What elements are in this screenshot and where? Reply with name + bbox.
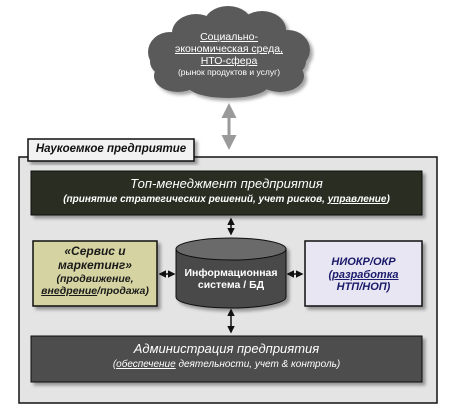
enterprise-title-tab: [27, 138, 195, 162]
top-management-sub-b: управление: [327, 193, 387, 205]
cloud-line-4: (рынок продуктов и услуг): [177, 67, 281, 78]
service-marketing-label: «Сервис и маркетинг» (продвижение, внедр…: [33, 244, 157, 297]
market-environment-cloud: [148, 6, 310, 98]
rnd-box: [304, 240, 423, 307]
rnd-line-1: НИОКР/ОКР: [331, 256, 396, 268]
administration-label: Администрация предприятия (обеспечение д…: [31, 341, 422, 371]
service-line-3: (продвижение,: [56, 272, 134, 285]
enterprise-title: Наукоемкое предприятие: [35, 143, 187, 155]
info-system-line-2: система / БД: [197, 279, 265, 292]
top-management-subtitle: (принятие стратегических решений, учет р…: [31, 194, 422, 206]
info-system-line-1: Информационная: [184, 267, 278, 279]
info-system-label: Информационная система / БД: [176, 267, 286, 291]
top-management-sub-a: (принятие стратегических решений, учет р…: [63, 193, 328, 205]
cloud-line-3: НТО-сфера: [200, 55, 258, 68]
database-cylinder: [175, 237, 287, 309]
service-line-4-b: /продажа): [97, 284, 149, 297]
service-line-4-a: внедрение: [41, 284, 98, 297]
cloud-label: Социально- экономическая среда, НТО-сфер…: [148, 31, 310, 78]
cloud-line-1: Социально-: [200, 31, 258, 43]
service-line-1: «Сервис и: [64, 244, 126, 258]
service-marketing-box: [32, 240, 158, 307]
service-line-2: маркетинг»: [58, 257, 132, 272]
top-management-box: [30, 170, 423, 216]
cloud-line-2: экономическая среда,: [174, 43, 284, 56]
rnd-label: НИОКР/ОКР (разработка НТП/НОП): [305, 256, 422, 294]
rnd-line-2: (разработка: [328, 268, 399, 281]
administration-title: Администрация предприятия: [133, 341, 320, 356]
administration-sub-b: обеспечение: [116, 358, 176, 370]
administration-sub-c: деятельности, учет & контроль): [175, 358, 341, 370]
top-management-sub-c: ): [386, 193, 390, 205]
administration-subtitle: (обеспечение деятельности, учет & контро…: [31, 359, 422, 371]
rnd-line-3: НТП/НОП): [336, 281, 391, 294]
administration-box: [30, 335, 423, 383]
administration-sub-a: (: [112, 358, 117, 370]
top-management-label: Топ-менеджмент предприятия (принятие стр…: [31, 176, 422, 206]
top-management-title: Топ-менеджмент предприятия: [130, 176, 323, 191]
service-line-4: внедрение/продажа): [33, 285, 157, 297]
